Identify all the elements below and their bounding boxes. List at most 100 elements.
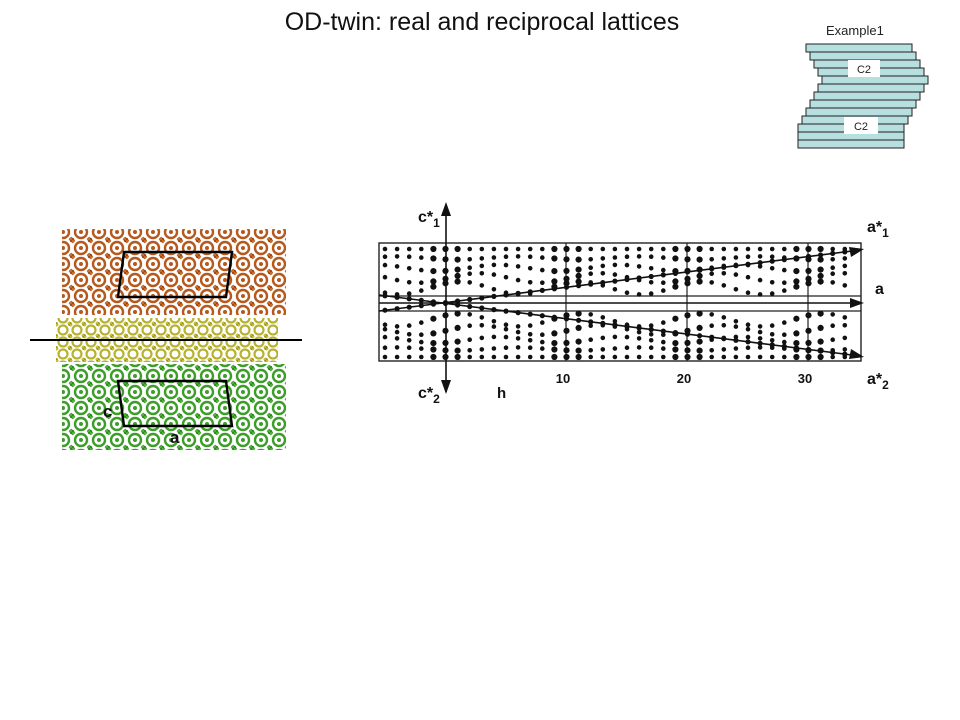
diffraction-spot (479, 263, 485, 269)
diffraction-spot (382, 354, 388, 360)
diffraction-spot (624, 345, 630, 351)
diffraction-spot (419, 288, 424, 293)
diffraction-spot (419, 267, 424, 273)
diffraction-spot (709, 354, 714, 360)
diffraction-spot (769, 280, 775, 285)
slide-title: OD-twin: real and reciprocal lattices (284, 8, 680, 36)
label-a-star-1: a*1 (867, 219, 889, 240)
diffraction-spot (406, 291, 412, 296)
diffraction-spot (624, 290, 630, 296)
diffraction-spot (540, 332, 545, 338)
diffraction-spot (527, 354, 533, 360)
diffraction-spot (661, 320, 666, 325)
diffraction-spot (648, 323, 654, 328)
diffraction-spot (419, 255, 424, 260)
diffraction-spot (430, 268, 437, 275)
diffraction-spot (636, 254, 642, 259)
diffraction-spot (830, 280, 835, 285)
diffraction-spot (382, 322, 388, 328)
diffraction-spot (782, 267, 787, 273)
stack-plate (821, 75, 929, 85)
diffraction-spot (479, 354, 485, 360)
diffraction-spot (721, 323, 727, 328)
diffraction-spot (540, 255, 545, 260)
diffraction-spot (382, 345, 388, 351)
diffraction-spot (733, 346, 739, 351)
diffraction-spot (588, 246, 593, 252)
diffraction-spot (842, 335, 848, 341)
diffraction-spot (430, 245, 437, 253)
diffraction-spot (515, 254, 521, 259)
diffraction-spot (467, 246, 473, 252)
diffraction-spot (672, 340, 679, 347)
diffraction-spot (684, 353, 691, 361)
diffraction-spot (491, 346, 497, 351)
diffraction-spot (430, 346, 437, 353)
diffraction-spot (430, 255, 437, 262)
diffraction-spot (515, 345, 521, 350)
diffraction-spot (430, 340, 437, 347)
diffraction-spot (430, 283, 437, 290)
diffraction-spot (527, 345, 533, 351)
diffraction-spot (842, 271, 848, 276)
diffraction-spot (684, 256, 691, 263)
diffraction-spot (805, 245, 812, 253)
diffraction-spot (805, 280, 812, 287)
diffraction-spot (575, 278, 582, 285)
diffraction-spot (419, 280, 424, 286)
diffraction-spot (479, 335, 485, 341)
a-star-1-arrowhead (849, 247, 864, 257)
diffraction-spot (575, 310, 582, 317)
diffraction-spot (661, 346, 666, 351)
diffraction-spot (842, 263, 848, 269)
diffraction-spot (782, 332, 787, 338)
diffraction-spot (430, 353, 437, 361)
tick-label-10: 10 (556, 371, 570, 386)
diffraction-spot (479, 347, 485, 352)
diffraction-spot (696, 324, 703, 331)
diffraction-spot (696, 310, 703, 317)
diffraction-spot (684, 312, 691, 319)
diffraction-spot (696, 256, 703, 263)
diffraction-spot (515, 277, 521, 283)
diffraction-spot (612, 346, 618, 351)
diffraction-spot (830, 257, 835, 262)
diffraction-spot (454, 245, 461, 253)
example-label: Example1 (826, 23, 884, 38)
diffraction-spot (757, 246, 763, 252)
diffraction-spot (503, 322, 509, 328)
diffraction-spot (817, 310, 824, 317)
diffraction-spot (588, 348, 593, 353)
diffraction-spot (757, 324, 763, 329)
a-star-2-axis (378, 294, 853, 356)
diffraction-spot (588, 271, 593, 277)
diffraction-spot (503, 246, 509, 252)
diffraction-spot (842, 283, 848, 288)
diffraction-spot (769, 246, 775, 252)
diffraction-spot (793, 283, 800, 290)
diffraction-spot (661, 288, 666, 293)
diffraction-spot (454, 310, 461, 317)
diffraction-spot (817, 245, 824, 253)
diffraction-spot (600, 335, 606, 341)
diffraction-spot (757, 277, 763, 283)
diffraction-spot (721, 271, 727, 276)
diffraction-spot (551, 340, 558, 347)
diffraction-spot (782, 320, 787, 325)
diffraction-spot (479, 315, 485, 320)
diffraction-spot (648, 266, 654, 271)
diffraction-spot (563, 353, 570, 361)
diffraction-spot (600, 263, 606, 269)
diffraction-spots (382, 245, 848, 361)
unit-cell-bottom (116, 379, 234, 428)
diffraction-spot (467, 280, 473, 285)
diffraction-spot (672, 278, 679, 285)
diffraction-spot (540, 246, 545, 252)
real-lattice: c a (30, 229, 302, 450)
diffraction-spot (684, 245, 691, 253)
diffraction-spot (563, 275, 570, 282)
diffraction-spot (709, 280, 714, 285)
diffraction-spot (661, 280, 666, 286)
diffraction-spot (661, 246, 666, 252)
diffraction-spot (394, 336, 400, 341)
